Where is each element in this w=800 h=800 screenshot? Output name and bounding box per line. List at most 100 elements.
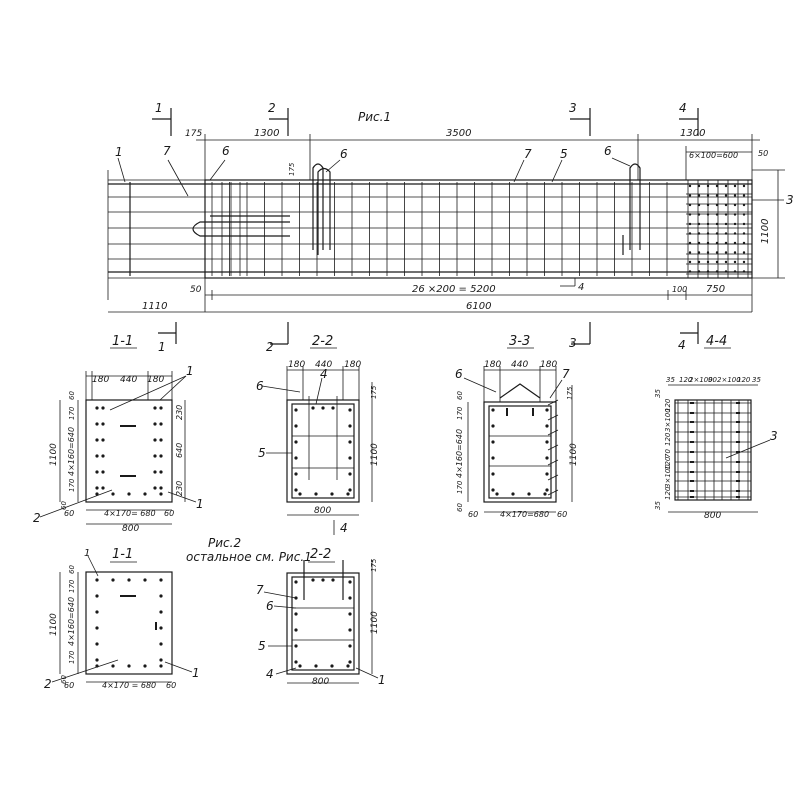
mesh-node bbox=[688, 203, 692, 207]
rebar-dot bbox=[159, 422, 163, 426]
dim-1100: 1100 bbox=[49, 613, 59, 636]
dim-175-vert: 175 bbox=[288, 162, 296, 176]
rebar-dot bbox=[111, 578, 115, 582]
dim-1300-right: 1300 bbox=[680, 128, 705, 139]
dim-170: 170 bbox=[456, 406, 464, 420]
rebar-dot bbox=[159, 406, 163, 410]
mesh-node bbox=[706, 222, 710, 226]
rebar-dot bbox=[348, 408, 352, 412]
rebar-dot bbox=[127, 578, 131, 582]
mesh-node bbox=[733, 241, 737, 245]
rebar-dot bbox=[127, 492, 131, 496]
section-mark-label: 4 bbox=[678, 338, 686, 352]
section-mark-label: 1 bbox=[155, 101, 163, 115]
lifting-loops bbox=[312, 163, 641, 255]
dim-60: 60 bbox=[60, 675, 68, 684]
dim-2x100: 2×100 bbox=[689, 376, 713, 384]
rebar-dot bbox=[101, 438, 105, 442]
callout-7: 7 bbox=[163, 144, 171, 158]
mesh-node bbox=[706, 184, 710, 188]
mesh-node bbox=[706, 260, 710, 264]
callout-1: 1 bbox=[84, 548, 90, 559]
dim-6100: 6100 bbox=[466, 301, 491, 312]
dim-4x160: 4×160=640 bbox=[455, 429, 464, 478]
rebar-dot bbox=[311, 578, 315, 582]
section-mark-3-top: 3 bbox=[569, 101, 591, 136]
rebar-dot bbox=[294, 612, 298, 616]
dim-120: 120 bbox=[664, 486, 672, 500]
dim-440: 440 bbox=[120, 375, 137, 385]
rebar-dot bbox=[153, 486, 157, 490]
section-1-1: 1-1 180 440 180 60 170 4×160=640 170 60 … bbox=[33, 334, 204, 534]
elevation-callouts: 1 7 6 6 7 5 6 3 4 bbox=[115, 144, 794, 293]
rebar-dot bbox=[348, 660, 352, 664]
mesh-node bbox=[715, 260, 719, 264]
mesh-node bbox=[724, 241, 728, 245]
mesh-node bbox=[715, 232, 719, 235]
mesh-node bbox=[706, 194, 710, 197]
callout-7: 7 bbox=[256, 583, 264, 597]
dim-170: 170 bbox=[68, 579, 76, 593]
callout-1: 1 bbox=[192, 666, 200, 680]
dim-175: 175 bbox=[370, 385, 378, 399]
section-title: 4-4 bbox=[706, 334, 727, 349]
rebar-dot bbox=[153, 406, 157, 410]
rebar-dots bbox=[491, 408, 549, 496]
dim-60: 60 bbox=[166, 681, 176, 690]
rebar-dot bbox=[346, 492, 350, 496]
mesh-node bbox=[742, 194, 746, 197]
callout-1: 1 bbox=[378, 673, 386, 687]
section-mark-label: 4 bbox=[679, 101, 687, 115]
dim-90: 90 bbox=[708, 376, 717, 384]
mesh-node bbox=[715, 194, 719, 197]
dim-1100-elevation: 1100 bbox=[760, 219, 771, 244]
top-dimension-chain: 175 1300 3500 1300 6×100=600 50 bbox=[185, 128, 768, 180]
mesh-node bbox=[688, 251, 692, 254]
mesh-node bbox=[688, 184, 692, 188]
dim-800: 800 bbox=[122, 524, 139, 534]
callout-3: 3 bbox=[770, 429, 778, 443]
dim-180: 180 bbox=[288, 360, 305, 370]
callout-4: 4 bbox=[340, 521, 348, 535]
dim-60: 60 bbox=[456, 391, 464, 400]
dim-60: 60 bbox=[60, 501, 68, 510]
rebar-dot bbox=[159, 658, 163, 662]
rebar-dot bbox=[330, 492, 334, 496]
section-title: 2-2 bbox=[312, 334, 333, 349]
dim-60: 60 bbox=[557, 510, 567, 519]
callout-5: 5 bbox=[560, 147, 568, 161]
end-mesh bbox=[686, 180, 752, 278]
dim-440: 440 bbox=[511, 360, 528, 370]
mesh-node bbox=[697, 270, 701, 273]
rebar-dot bbox=[159, 594, 163, 598]
dim-1100: 1100 bbox=[370, 611, 380, 634]
callout-3: 3 bbox=[786, 193, 794, 207]
dim-120: 120 bbox=[679, 376, 693, 384]
mesh-node bbox=[733, 203, 737, 207]
rebar-dot bbox=[545, 440, 549, 444]
mesh-node bbox=[733, 194, 737, 197]
mesh-node bbox=[724, 203, 728, 207]
rebar-dot bbox=[491, 440, 495, 444]
rebar-dot bbox=[330, 664, 334, 668]
rebar-dot bbox=[95, 486, 99, 490]
callout-4: 4 bbox=[266, 667, 274, 681]
mesh-node bbox=[724, 213, 728, 216]
dim-170: 170 bbox=[456, 480, 464, 494]
rebar-dot bbox=[95, 438, 99, 442]
rebar-dot bbox=[545, 456, 549, 460]
mesh-node bbox=[688, 241, 692, 245]
mesh-node bbox=[742, 270, 746, 273]
dim-120: 120 bbox=[664, 432, 672, 446]
beam-outline: 1100 175 bbox=[107, 162, 785, 312]
rebar-dot bbox=[331, 406, 335, 410]
rebar-dot bbox=[159, 470, 163, 474]
rebar-dot bbox=[95, 492, 99, 496]
mesh-node bbox=[733, 270, 737, 273]
rebar-dot bbox=[111, 492, 115, 496]
mesh-node bbox=[697, 222, 701, 226]
rebar-dot bbox=[294, 644, 298, 648]
dim-1100: 1100 bbox=[569, 443, 579, 466]
mesh-node bbox=[715, 241, 719, 245]
rebar-dot bbox=[311, 406, 315, 410]
